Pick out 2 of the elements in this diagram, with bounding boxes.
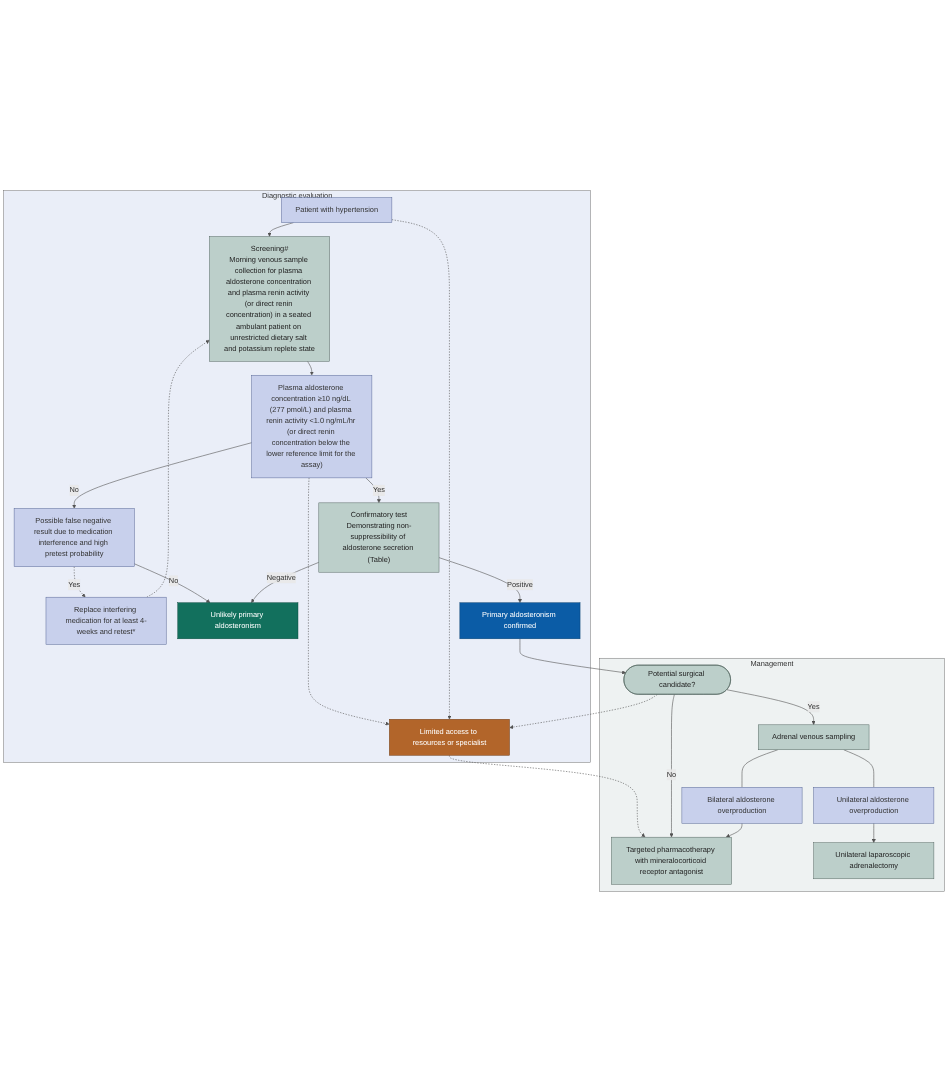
connector	[741, 749, 779, 788]
connector	[843, 749, 875, 788]
